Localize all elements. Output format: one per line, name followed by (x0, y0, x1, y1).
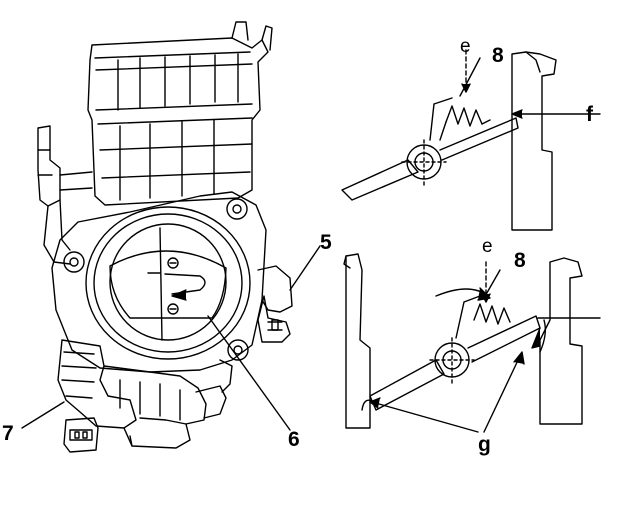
letter-f: f (586, 103, 594, 126)
callout-6: 6 (288, 428, 300, 451)
callout-8-lower: 8 (514, 249, 526, 272)
callout-5: 5 (320, 231, 332, 254)
valve-detail-upper (341, 49, 601, 231)
letter-e-upper: e (460, 36, 471, 57)
throttle-body-assembly (37, 21, 293, 453)
letter-e-lower: e (482, 236, 493, 257)
letter-g: g (478, 433, 491, 456)
valve-detail-lower (343, 253, 601, 433)
callout-7: 7 (2, 422, 14, 445)
labels: 5 6 7 8 8 e e f g (2, 36, 594, 456)
callout-8-upper: 8 (492, 44, 504, 67)
callout-leaders (21, 245, 321, 431)
